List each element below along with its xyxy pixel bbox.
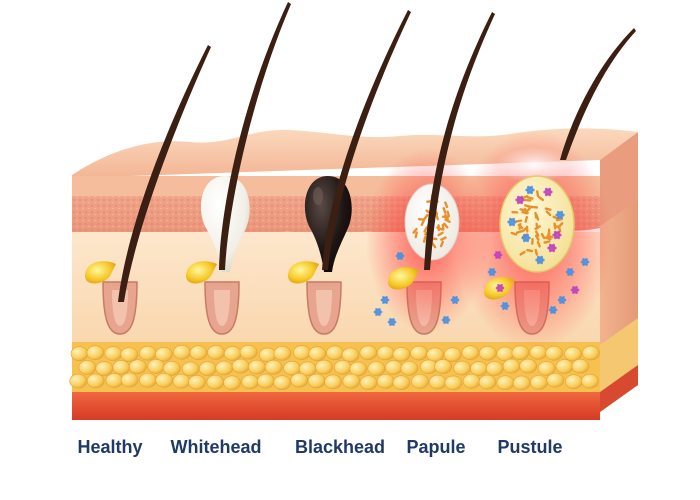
stage-label-blackhead: Blackhead	[294, 437, 386, 457]
bacteria-spill	[373, 251, 590, 326]
muscle-layer	[72, 392, 600, 420]
inflammation-glow	[366, 130, 612, 350]
stage-label-papule: Papule	[406, 437, 466, 457]
fat-cells	[69, 344, 600, 391]
sebaceous-glands	[85, 261, 515, 300]
stage-label-healthy: Healthy	[77, 437, 143, 457]
pustule-sac	[499, 175, 575, 273]
hair-strands	[118, 2, 636, 302]
block-side-face	[600, 132, 638, 412]
stage-label-pustule: Pustule	[497, 437, 563, 457]
skin-surface-top	[72, 128, 638, 178]
stage-label-whitehead: Whitehead	[170, 437, 262, 457]
